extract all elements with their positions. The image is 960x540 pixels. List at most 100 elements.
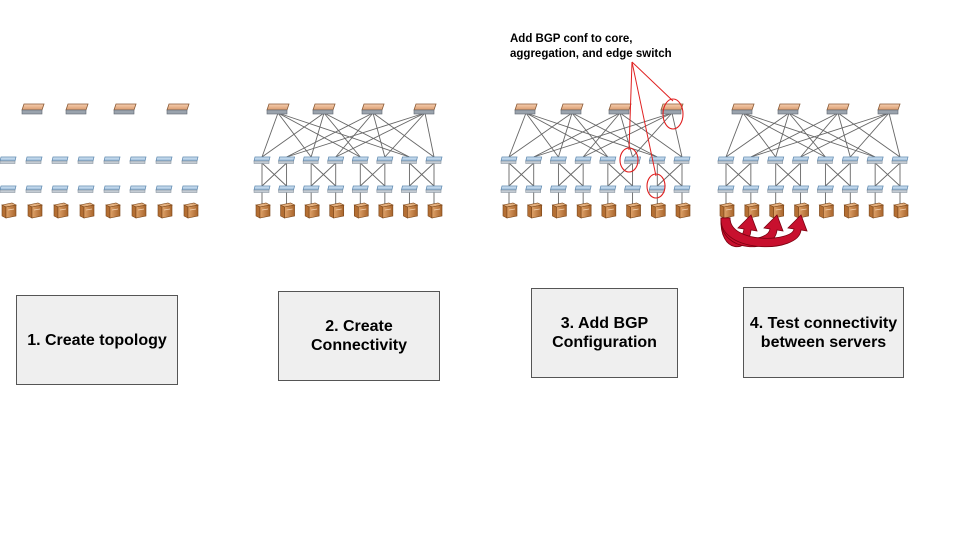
switch-icon <box>574 185 592 193</box>
switch-icon <box>400 185 418 193</box>
core-switch-icon <box>361 103 385 115</box>
server-icon <box>625 202 642 219</box>
switch-icon <box>77 185 95 193</box>
switch-icon <box>866 185 884 193</box>
switch-icon <box>376 156 394 164</box>
switch-icon <box>181 185 199 193</box>
switch-icon <box>525 156 543 164</box>
switch-icon <box>351 156 369 164</box>
switch-icon <box>155 185 173 193</box>
switch-icon <box>103 185 121 193</box>
switch-icon <box>302 156 320 164</box>
annotation-line <box>628 61 633 151</box>
switch-icon <box>648 156 666 164</box>
switch-icon <box>129 185 147 193</box>
core-switch-icon <box>514 103 538 115</box>
server-icon <box>502 202 518 219</box>
switch-icon <box>181 156 199 164</box>
core-switch-icon <box>777 103 801 115</box>
switch-icon <box>77 156 95 164</box>
switch-icon <box>673 156 691 164</box>
switch-icon <box>624 185 642 193</box>
switch-icon <box>624 156 642 164</box>
core-switch-icon <box>21 103 45 115</box>
links-layer <box>261 112 901 205</box>
server-icon <box>1 202 17 219</box>
highlight-aggregation-circle <box>619 147 639 173</box>
switch-icon <box>25 185 43 193</box>
switch-icon <box>351 185 369 193</box>
server-icon <box>600 202 617 219</box>
switch-icon <box>717 185 735 193</box>
core-switch-icon <box>608 103 632 115</box>
core-switch-icon <box>65 103 89 115</box>
core-switch-icon <box>826 103 850 115</box>
core-switch-icon <box>166 103 190 115</box>
switch-icon <box>525 185 543 193</box>
switch-icon <box>376 185 394 193</box>
switch-icon <box>253 185 271 193</box>
switch-icon <box>816 185 834 193</box>
bgp-annotation-text: Add BGP conf to core, aggregation, and e… <box>510 33 672 60</box>
switch-icon <box>673 185 691 193</box>
switch-icon <box>574 156 592 164</box>
core-switch-icon <box>312 103 336 115</box>
core-switch-icon <box>660 103 684 115</box>
switch-icon <box>792 185 810 193</box>
server-icon <box>551 202 568 219</box>
switch-icon <box>648 185 666 193</box>
annotation-layer <box>619 61 808 248</box>
switch-icon <box>599 185 617 193</box>
server-icon <box>377 202 394 219</box>
server-icon <box>328 202 345 219</box>
switch-icon <box>25 156 43 164</box>
server-icon <box>893 202 909 219</box>
switch-icon <box>500 156 518 164</box>
switch-icon <box>155 156 173 164</box>
switch-icon <box>425 156 443 164</box>
switch-icon <box>742 156 760 164</box>
highlight-core-circle <box>662 98 684 130</box>
core-switch-icon <box>266 103 290 115</box>
core-switch-icon <box>113 103 137 115</box>
server-icon <box>255 202 271 219</box>
step-4-test-connectivity: 4. Test connectivity between servers <box>743 287 904 378</box>
server-icon <box>675 202 691 219</box>
switch-icon <box>51 185 69 193</box>
annotation-line <box>631 61 657 177</box>
switch-icon <box>841 185 859 193</box>
nodes-layer <box>0 103 909 219</box>
switch-icon <box>549 185 567 193</box>
switch-icon <box>51 156 69 164</box>
server-icon <box>526 202 543 219</box>
server-icon <box>818 202 835 219</box>
server-icon <box>353 202 370 219</box>
step-1-create-topology: 1. Create topology <box>16 295 178 385</box>
core-switch-icon <box>560 103 584 115</box>
switch-icon <box>767 156 785 164</box>
core-switch-icon <box>731 103 755 115</box>
switch-icon <box>549 156 567 164</box>
server-icon <box>157 202 173 219</box>
server-icon <box>576 202 593 219</box>
server-icon <box>183 202 199 219</box>
server-icon <box>402 202 419 219</box>
switch-icon <box>866 156 884 164</box>
switch-icon <box>302 185 320 193</box>
switch-icon <box>327 185 345 193</box>
server-icon <box>304 202 321 219</box>
step-3-add-bgp-configuration: 3. Add BGP Configuration <box>531 288 678 378</box>
switch-icon <box>767 185 785 193</box>
switch-icon <box>400 156 418 164</box>
server-icon <box>868 202 885 219</box>
switch-icon <box>0 185 17 193</box>
core-switch-icon <box>413 103 437 115</box>
server-icon <box>105 202 121 219</box>
server-icon <box>719 202 735 219</box>
switch-icon <box>841 156 859 164</box>
switch-icon <box>742 185 760 193</box>
switch-icon <box>278 156 296 164</box>
highlight-edge-circle <box>646 173 666 199</box>
